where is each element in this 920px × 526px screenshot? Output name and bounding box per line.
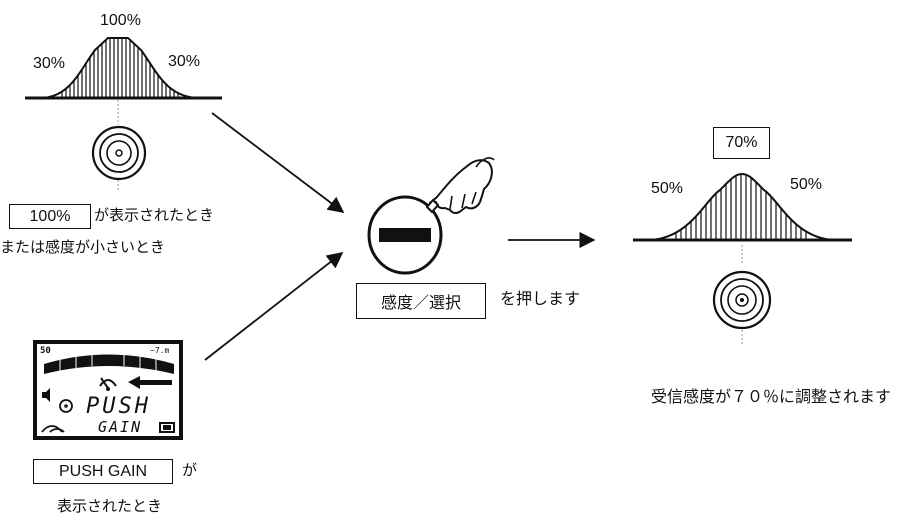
- caption-adjusted-70: 受信感度が７０％に調整されます: [651, 387, 892, 406]
- minus-button-icon: [367, 195, 443, 275]
- target-rings-right: [712, 270, 772, 345]
- left-label-30: 30%: [33, 55, 66, 72]
- caption-low-sensitivity: または感度が小さいとき: [0, 238, 166, 256]
- peak-label-100: 100%: [100, 12, 141, 29]
- lcd-push-text: PUSH: [86, 394, 151, 419]
- target-rings-top: [91, 125, 147, 190]
- lcd-display: [33, 340, 183, 440]
- caption-press: を押します: [500, 289, 581, 308]
- signal-curve-70: [633, 172, 852, 265]
- left-label-50: 50%: [651, 180, 684, 197]
- right-label-50: 50%: [790, 176, 823, 193]
- boxed-100-label: 100%: [9, 204, 91, 229]
- caption-when-100: が表示されたとき: [94, 206, 215, 224]
- arrow-top-to-button: [211, 112, 345, 213]
- signal-curve-100: [25, 37, 222, 125]
- lcd-gain-text: GAIN: [98, 418, 143, 436]
- sensitivity-select-button-label: 感度／選択: [356, 283, 486, 319]
- caption-ga: が: [182, 461, 198, 479]
- boxed-70-label: 70%: [713, 127, 770, 159]
- right-label-30: 30%: [168, 53, 201, 70]
- lcd-scale-right: ~7.m: [150, 346, 170, 355]
- arrow-bottom-to-button: [204, 252, 344, 361]
- lcd-scale-left: 50: [40, 346, 51, 356]
- boxed-push-gain-label: PUSH GAIN: [33, 459, 173, 484]
- pointing-hand-icon: [426, 157, 495, 214]
- caption-when-displayed: 表示されたとき: [57, 497, 163, 515]
